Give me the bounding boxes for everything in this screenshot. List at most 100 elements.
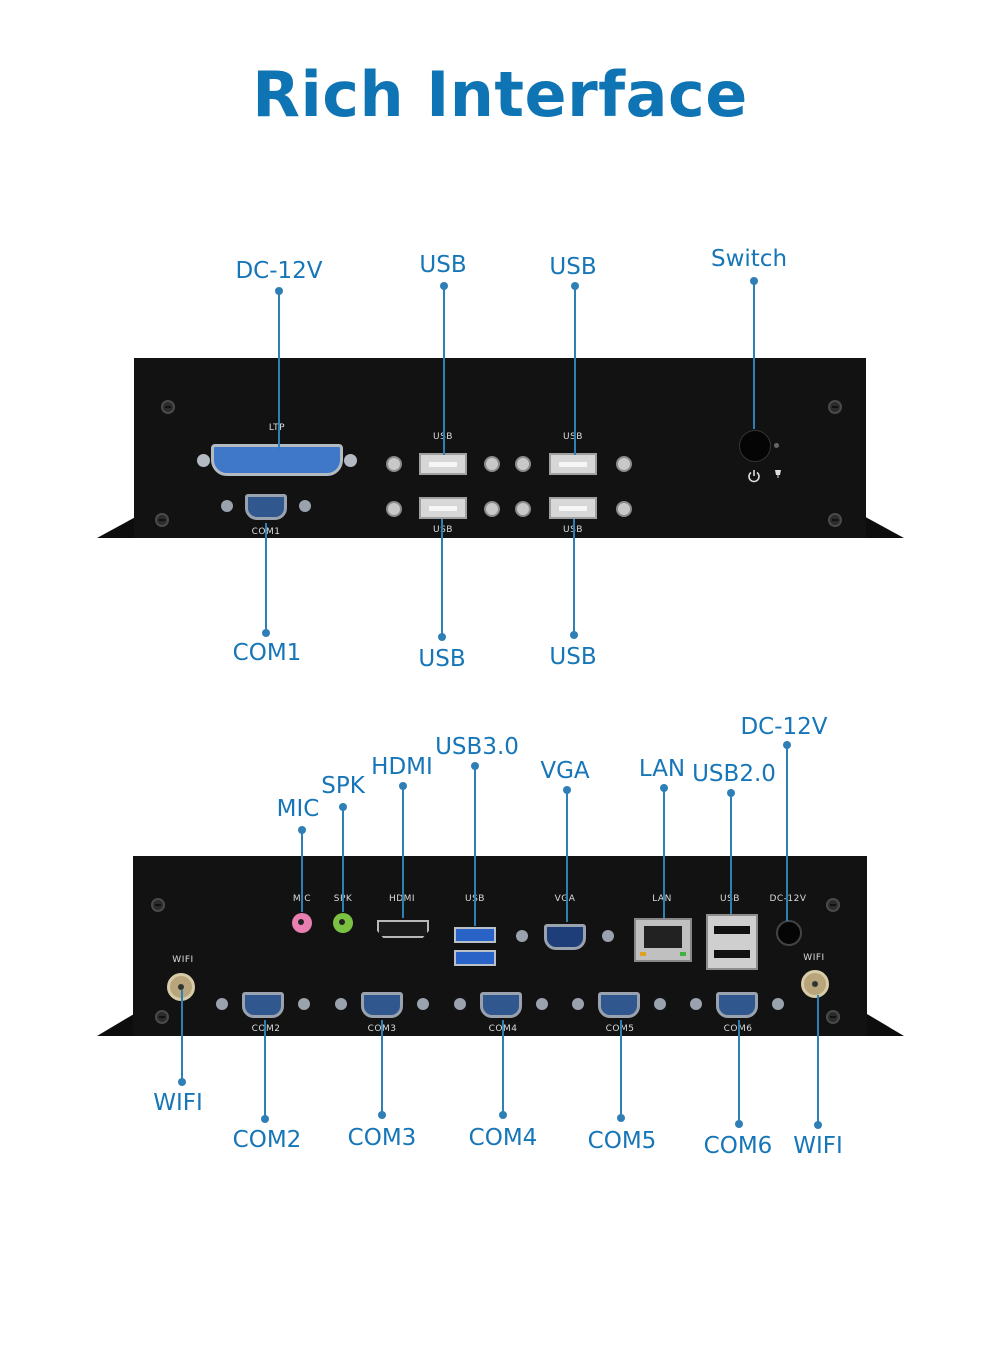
callout-usb-top-right: USB <box>549 254 597 280</box>
led-indicator <box>774 443 779 448</box>
screw-icon <box>386 456 402 472</box>
leader-line <box>278 291 280 451</box>
leader-line <box>443 286 445 455</box>
screw-icon <box>826 898 840 912</box>
leader-dot <box>275 287 283 295</box>
screw-icon <box>386 501 402 517</box>
callout-com2: COM2 <box>232 1127 302 1153</box>
screw-icon <box>484 501 500 517</box>
usb3-port <box>454 950 496 966</box>
spk-jack <box>333 913 353 933</box>
callout-usb-top-left: USB <box>419 252 467 278</box>
port-label-wifi-right: WIFI <box>803 953 825 963</box>
leader-dot <box>727 789 735 797</box>
leader-dot <box>563 786 571 794</box>
port-label-hdmi: HDMI <box>389 894 415 904</box>
callout-wifi-left: WIFI <box>153 1090 203 1116</box>
callout-com3: COM3 <box>347 1125 417 1151</box>
leader-dot <box>783 741 791 749</box>
mic-jack <box>292 913 312 933</box>
com1-port <box>221 492 311 522</box>
port-label-usb: USB <box>563 432 583 442</box>
screw-icon <box>515 456 531 472</box>
callout-dc12v: DC-12V <box>235 258 323 284</box>
usb-port <box>419 453 467 475</box>
usb2-stack <box>706 914 758 970</box>
screw-icon <box>151 898 165 912</box>
port-label-com6: COM6 <box>724 1024 753 1034</box>
callout-dc12v-rear: DC-12V <box>740 714 828 740</box>
usb-port <box>549 453 597 475</box>
callout-com5: COM5 <box>587 1128 657 1154</box>
leader-line <box>573 519 575 635</box>
leader-dot <box>570 631 578 639</box>
lan-port <box>634 918 692 962</box>
screw-icon <box>826 1010 840 1024</box>
leader-line <box>342 807 344 912</box>
screw-icon <box>828 400 842 414</box>
leader-dot <box>471 762 479 770</box>
leader-line <box>730 793 732 914</box>
port-label-ltp: LTP <box>268 423 286 433</box>
leader-line <box>441 519 443 637</box>
leader-line <box>620 1020 622 1118</box>
leader-line <box>264 1020 266 1119</box>
callout-spk: SPK <box>321 773 365 799</box>
leader-dot <box>571 282 579 290</box>
hdmi-port <box>377 920 429 938</box>
screw-icon <box>155 513 169 527</box>
port-label-wifi-left: WIFI <box>172 955 194 965</box>
leader-dot <box>399 782 407 790</box>
leader-dot <box>814 1121 822 1129</box>
callout-usb-bottom-right: USB <box>549 644 597 670</box>
callout-com6: COM6 <box>703 1133 773 1159</box>
callout-hdmi: HDMI <box>371 754 433 780</box>
com5-port <box>572 990 666 1020</box>
screw-icon <box>616 501 632 517</box>
leader-dot <box>298 826 306 834</box>
leader-dot <box>339 803 347 811</box>
port-label-com5: COM5 <box>606 1024 635 1034</box>
port-label-usb: USB <box>433 525 453 535</box>
usb3-port <box>454 927 496 943</box>
leader-dot <box>438 633 446 641</box>
port-label-vga: VGA <box>554 894 576 904</box>
port-label-com2: COM2 <box>251 1024 281 1034</box>
leader-dot <box>178 1078 186 1086</box>
leader-line <box>817 995 819 1125</box>
leader-dot <box>735 1120 743 1128</box>
power-button[interactable] <box>739 430 771 462</box>
led-icon <box>775 470 781 478</box>
callout-vga: VGA <box>540 758 590 784</box>
leader-dot <box>660 784 668 792</box>
leader-line <box>663 788 665 918</box>
leader-dot <box>262 629 270 637</box>
leader-line <box>574 286 576 455</box>
leader-line <box>402 786 404 918</box>
callout-com1: COM1 <box>232 640 302 666</box>
power-icon <box>748 470 760 483</box>
leader-line <box>474 766 476 926</box>
screw-icon <box>616 456 632 472</box>
leader-line <box>786 745 788 921</box>
leader-dot <box>378 1111 386 1119</box>
callout-switch: Switch <box>710 246 788 272</box>
leader-dot <box>617 1114 625 1122</box>
com6-port <box>690 990 784 1020</box>
usb-port <box>419 497 467 519</box>
com4-port <box>454 990 548 1020</box>
usb-port <box>549 497 597 519</box>
callout-com4: COM4 <box>468 1125 538 1151</box>
leader-line <box>566 790 568 922</box>
leader-line <box>181 990 183 1082</box>
leader-line <box>301 830 303 912</box>
leader-line <box>753 281 755 429</box>
callout-mic: MIC <box>276 796 320 822</box>
page-title: Rich Interface <box>252 58 748 131</box>
callout-usb-bottom-left: USB <box>418 646 466 672</box>
port-label-dc: DC-12V <box>769 894 807 904</box>
callout-wifi-right: WIFI <box>793 1133 843 1159</box>
screw-icon <box>155 1010 169 1024</box>
leader-dot <box>750 277 758 285</box>
port-label-usb2: USB <box>720 894 740 904</box>
